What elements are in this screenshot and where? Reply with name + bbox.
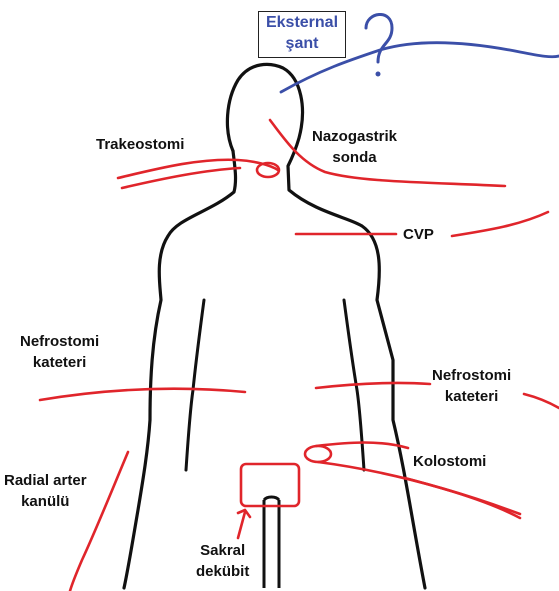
label-cvp: CVP xyxy=(403,224,434,245)
label-external-shunt: Eksternal şant xyxy=(258,12,346,54)
label-nasogastric-line2: sonda xyxy=(312,147,397,168)
tracheostomy-line-2 xyxy=(122,168,240,188)
label-nephrostomy-left-line1: Nefrostomi xyxy=(20,331,99,352)
label-colostomy-line1: Kolostomi xyxy=(413,451,486,472)
label-nasogastric-line1: Nazogastrik xyxy=(312,126,397,147)
label-nephrostomy-right-line2: kateteri xyxy=(432,386,511,407)
label-sacral-ulcer-line2: dekübit xyxy=(196,561,249,582)
label-nephrostomy-right-line1: Nefrostomi xyxy=(432,365,511,386)
label-sacral-ulcer-line1: Sakral xyxy=(196,540,249,561)
label-cvp-line1: CVP xyxy=(403,224,434,245)
colostomy-line-lower-2 xyxy=(405,478,520,518)
label-tracheostomy-line1: Trakeostomi xyxy=(96,134,184,155)
nephrostomy-right-tail xyxy=(524,394,559,408)
cvp-line-right xyxy=(452,212,548,236)
left-inner-arm xyxy=(186,300,204,470)
label-nephrostomy-right: Nefrostomi kateteri xyxy=(432,365,511,407)
nephrostomy-right-line xyxy=(316,383,430,388)
crotch xyxy=(264,497,279,500)
label-radial-arterial: Radial arter kanülü xyxy=(4,470,87,512)
label-nasogastric: Nazogastrik sonda xyxy=(312,126,397,168)
question-mark-dot xyxy=(376,72,381,77)
label-sacral-ulcer: Sakral dekübit xyxy=(196,540,249,582)
label-radial-arterial-line1: Radial arter xyxy=(4,470,87,491)
nephrostomy-left-line xyxy=(40,389,245,400)
sacral-ulcer-box xyxy=(241,464,299,506)
colostomy-stoma xyxy=(305,446,331,462)
label-tracheostomy: Trakeostomi xyxy=(96,134,184,155)
label-nephrostomy-left: Nefrostomi kateteri xyxy=(20,331,99,373)
tracheostomy-line xyxy=(118,160,278,178)
body-outline-left xyxy=(124,151,236,588)
label-external-shunt-line1: Eksternal xyxy=(258,12,346,33)
label-colostomy: Kolostomi xyxy=(413,451,486,472)
label-nephrostomy-left-line2: kateteri xyxy=(20,352,99,373)
sacral-ulcer-arrow xyxy=(238,512,245,538)
label-radial-arterial-line2: kanülü xyxy=(4,491,87,512)
label-external-shunt-line2: şant xyxy=(258,33,346,54)
